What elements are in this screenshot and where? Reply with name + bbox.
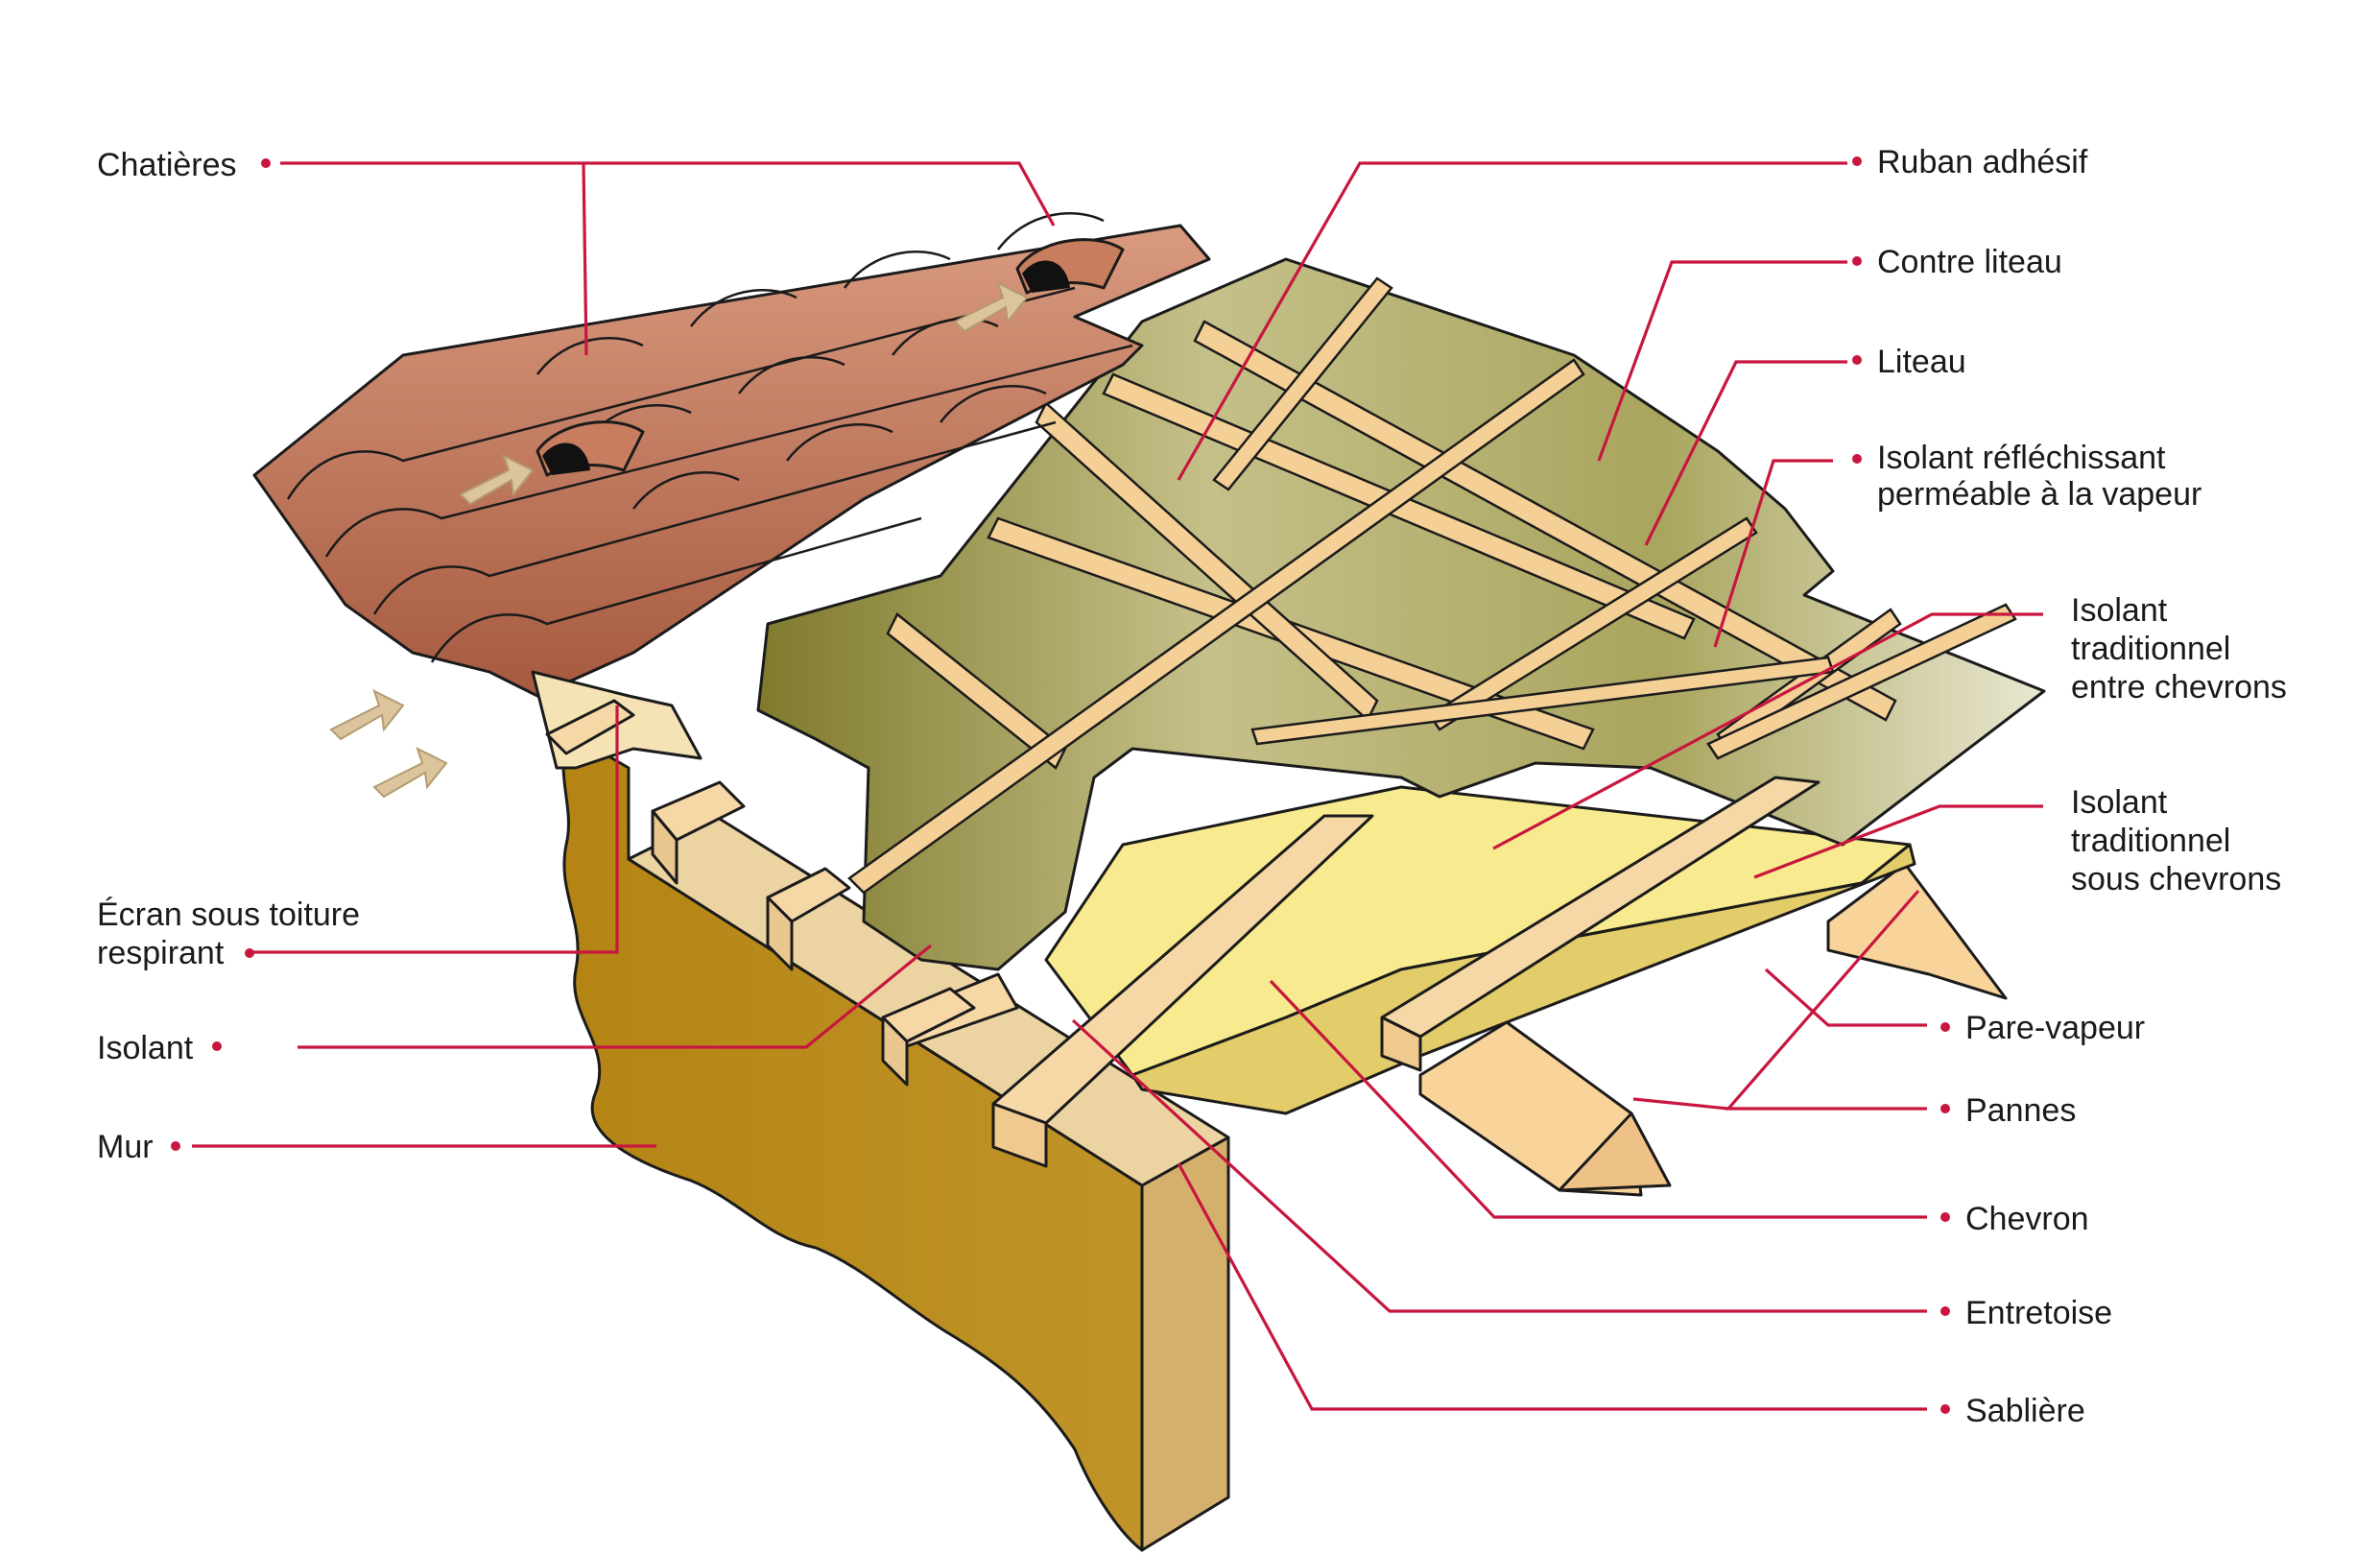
airflow-arrows (329, 281, 1029, 799)
label-isolant-sous-2: traditionnel (2071, 823, 2230, 859)
label-isolant-reflechissant-1: Isolant réfléchissant (1877, 440, 2166, 476)
label-chevron: Chevron (1965, 1201, 2089, 1237)
label-isolant-reflechissant-2: perméable à la vapeur (1877, 476, 2202, 513)
leader-contre-liteau (1597, 260, 1847, 462)
pannes (1418, 862, 2008, 1197)
leader-entretoise (1071, 1018, 1927, 1313)
arrow-icon (953, 281, 1029, 333)
label-isolant: Isolant (97, 1030, 194, 1066)
label-contre-liteau: Contre liteau (1877, 244, 2062, 280)
leader-isolant-entre (1492, 612, 2043, 850)
label-pannes: Pannes (1965, 1092, 2076, 1129)
leader-lines (192, 161, 2043, 1411)
leader-isolant-sous (1753, 804, 2043, 879)
leader-liteau (1644, 360, 1847, 546)
leader-isolant (298, 944, 933, 1049)
battens-grid (847, 276, 2017, 895)
label-liteau: Liteau (1877, 344, 1966, 380)
arrow-icon (329, 689, 405, 741)
label-isolant-entre-2: traditionnel (2071, 631, 2230, 667)
label-pare-vapeur: Pare-vapeur (1965, 1010, 2145, 1046)
arrow-icon (372, 747, 448, 799)
label-isolant-entre-1: Isolant (2071, 592, 2168, 629)
label-entretoise: Entretoise (1965, 1295, 2112, 1331)
vent-tiles (536, 238, 1125, 477)
leader-isolant-reflechissant (1713, 459, 1833, 648)
labels: Chatières Ruban adhésif Contre liteau Li… (97, 144, 2287, 1429)
label-ecran-2: respirant (97, 935, 225, 971)
leader-pannes-2 (1632, 1097, 1729, 1111)
arrow-icon (459, 454, 535, 506)
label-isolant-entre-3: entre chevrons (2071, 669, 2287, 705)
label-ecran-1: Écran sous toiture (97, 897, 360, 933)
leader-sabliere (1177, 1162, 1927, 1411)
spacer-blocks (651, 780, 976, 1087)
label-sabliere: Sablière (1965, 1393, 2085, 1429)
label-ruban: Ruban adhésif (1877, 144, 2088, 180)
label-isolant-sous-3: sous chevrons (2071, 861, 2281, 897)
label-isolant-sous-1: Isolant (2071, 784, 2168, 821)
leader-ruban (1177, 161, 1847, 481)
leader-chatieres (280, 161, 1056, 227)
leader-chatieres-2 (582, 162, 588, 356)
label-mur: Mur (97, 1129, 154, 1165)
roof-tiles (252, 211, 1211, 698)
label-chatieres: Chatières (97, 147, 237, 183)
leader-chevron (1269, 979, 1927, 1219)
leader-pare-vapeur (1764, 968, 1927, 1027)
leader-ecran (250, 705, 619, 954)
